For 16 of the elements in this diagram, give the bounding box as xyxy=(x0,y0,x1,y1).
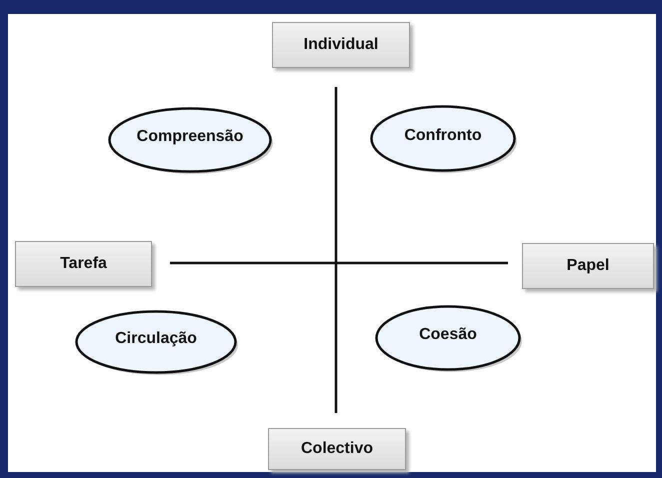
label-box xyxy=(272,22,410,68)
ellipse-node xyxy=(370,105,516,172)
node-label: Circulação xyxy=(115,330,197,348)
node-label: Colectivo xyxy=(300,440,373,458)
node-label: Compreensão xyxy=(136,128,244,146)
label-box xyxy=(522,243,654,289)
node-label: Confronto xyxy=(404,126,482,144)
node-label: Coesão xyxy=(419,326,477,344)
ellipse-node xyxy=(375,305,521,371)
label-box xyxy=(15,241,152,287)
node-label: Tarefa xyxy=(60,255,107,273)
ellipse-node xyxy=(108,107,272,173)
node-label: Papel xyxy=(566,257,610,275)
ellipse-node xyxy=(75,310,237,374)
label-box xyxy=(268,428,406,470)
node-label: Individual xyxy=(304,36,378,54)
